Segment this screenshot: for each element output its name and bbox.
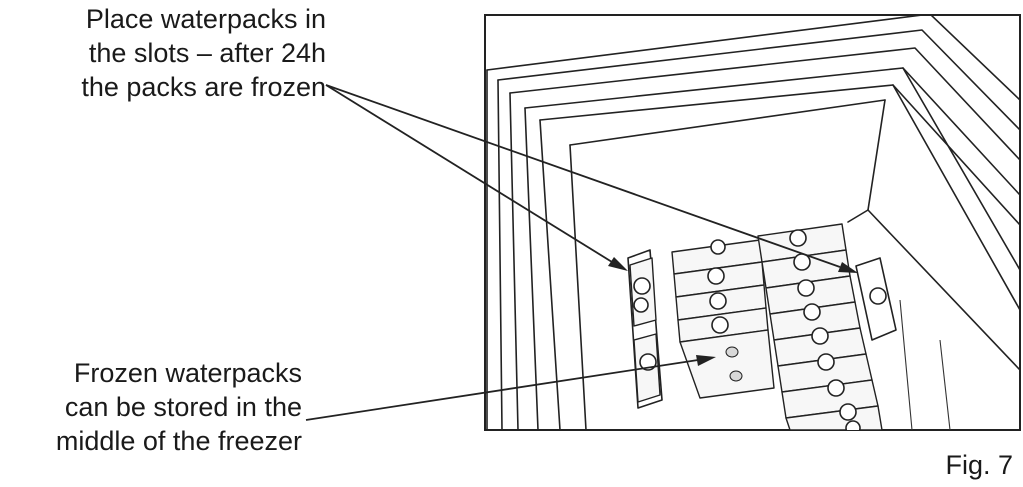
callout-line: the packs are frozen xyxy=(81,72,326,102)
waterpack-cap xyxy=(869,287,887,305)
waterpack-cap xyxy=(811,327,829,345)
callout-line: Place waterpacks in xyxy=(85,4,326,34)
freezer-rim-outer xyxy=(486,15,1020,101)
freezer-floor-line xyxy=(847,209,869,223)
callout-line: can be stored in the xyxy=(64,392,302,422)
waterpack-cap xyxy=(709,292,727,310)
freezer-rim-inner xyxy=(569,99,886,146)
figure-label: Fig. 7 xyxy=(945,450,1013,480)
instruction-callout-slots: Place waterpacks in the slots – after 24… xyxy=(8,2,326,104)
callout-line: middle of the freezer xyxy=(55,426,302,456)
freezer-rim-3 xyxy=(509,47,1020,161)
waterpack-cap xyxy=(797,279,815,297)
freezer-wall-line xyxy=(569,144,587,430)
waterpack-cap xyxy=(639,353,657,371)
freezer-wall-line xyxy=(939,339,951,430)
arrow-to-left-slot xyxy=(325,84,613,263)
freezer-compartment xyxy=(486,15,1020,430)
freezer-wall-line xyxy=(497,79,503,430)
waterpack-cap xyxy=(827,379,845,397)
waterpack-cap xyxy=(707,267,725,285)
freezer-rim-2 xyxy=(497,29,1020,131)
instruction-callout-middle: Frozen waterpacks can be stored in the m… xyxy=(4,356,302,458)
waterpack-cap xyxy=(725,346,739,358)
waterpack-cap xyxy=(803,303,821,321)
freezer-wall-line xyxy=(899,299,913,430)
freezer-wall-line xyxy=(524,107,539,430)
waterpack-cap xyxy=(729,370,743,382)
arrowhead xyxy=(696,355,716,366)
arrow-to-middle-pack xyxy=(305,359,699,421)
waterpack-cap xyxy=(633,277,651,295)
arrow-to-right-slot xyxy=(325,84,841,268)
middle-stored-pack xyxy=(679,329,775,399)
freezer-wall-line xyxy=(509,92,519,430)
freezer-wall-line xyxy=(539,119,561,430)
freezer-right-wall-line xyxy=(902,67,1020,271)
freezer-right-wall-line xyxy=(892,84,1020,311)
arrowhead xyxy=(838,262,858,273)
waterpack-cap xyxy=(839,403,857,421)
waterpack-cap xyxy=(633,297,649,313)
callout-line: the slots – after 24h xyxy=(88,38,326,68)
freezer-inner-right-wall xyxy=(867,209,1020,371)
waterpack-cap xyxy=(817,353,835,371)
waterpack-cap xyxy=(711,316,729,334)
waterpack-cap xyxy=(710,239,726,255)
freezer-inner-corner xyxy=(867,99,886,211)
leader-arrows xyxy=(305,84,858,421)
right-pack-stack xyxy=(757,223,883,430)
arrowhead xyxy=(608,257,628,271)
callout-line: Frozen waterpacks xyxy=(73,358,302,388)
waterpack-cap xyxy=(789,229,807,247)
waterpack-cap xyxy=(845,420,861,430)
